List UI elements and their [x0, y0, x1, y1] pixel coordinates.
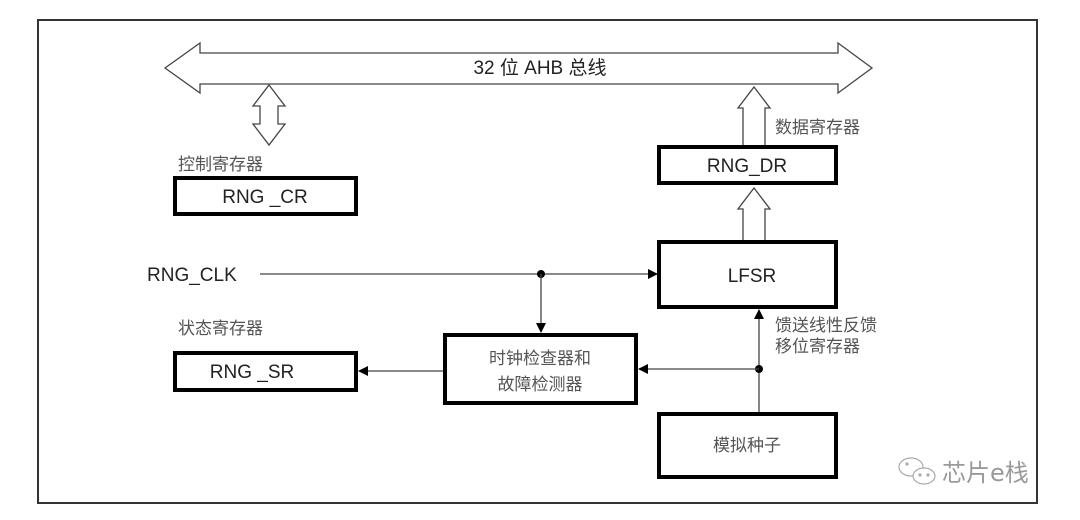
- diagram-frame: [37, 19, 1038, 504]
- rng-cr-label: RNG _CR: [222, 187, 308, 208]
- lfsr-box: [657, 240, 838, 309]
- rng-sr-box: [173, 351, 358, 392]
- lfsr-label: LFSR: [728, 266, 777, 287]
- clock-checker-line1: 时钟检查器和: [489, 349, 591, 369]
- clock-checker-line2: 故障检测器: [498, 375, 583, 395]
- clock-checker-box: [443, 333, 638, 405]
- ahb-bus-label: 32 位 AHB 总线: [473, 57, 606, 79]
- lfsr-to-dr-arrow: [736, 186, 772, 242]
- data-register-bus-arrow: [736, 85, 772, 147]
- analog-seed-box: [657, 412, 838, 479]
- control-register-bus-arrow: [251, 83, 287, 147]
- lfsr-caption-line1: 馈送线性反馈: [775, 316, 877, 336]
- analog-seed-label: 模拟种子: [713, 436, 781, 456]
- lfsr-caption-line2: 移位寄存器: [775, 337, 860, 357]
- rng-cr-box: [173, 176, 358, 216]
- rng-dr-box: [657, 145, 838, 185]
- rng-dr-label: RNG_DR: [707, 156, 787, 177]
- watermark-text: 芯片e栈: [942, 459, 1029, 487]
- control-register-caption: 控制寄存器: [178, 155, 263, 175]
- rng-clk-label: RNG_CLK: [147, 265, 237, 286]
- status-register-caption: 状态寄存器: [178, 319, 263, 339]
- wechat-icon: [898, 457, 936, 485]
- ahb-bus-arrow: [163, 41, 874, 95]
- data-register-caption: 数据寄存器: [775, 118, 860, 138]
- rng-sr-label: RNG _SR: [210, 362, 294, 383]
